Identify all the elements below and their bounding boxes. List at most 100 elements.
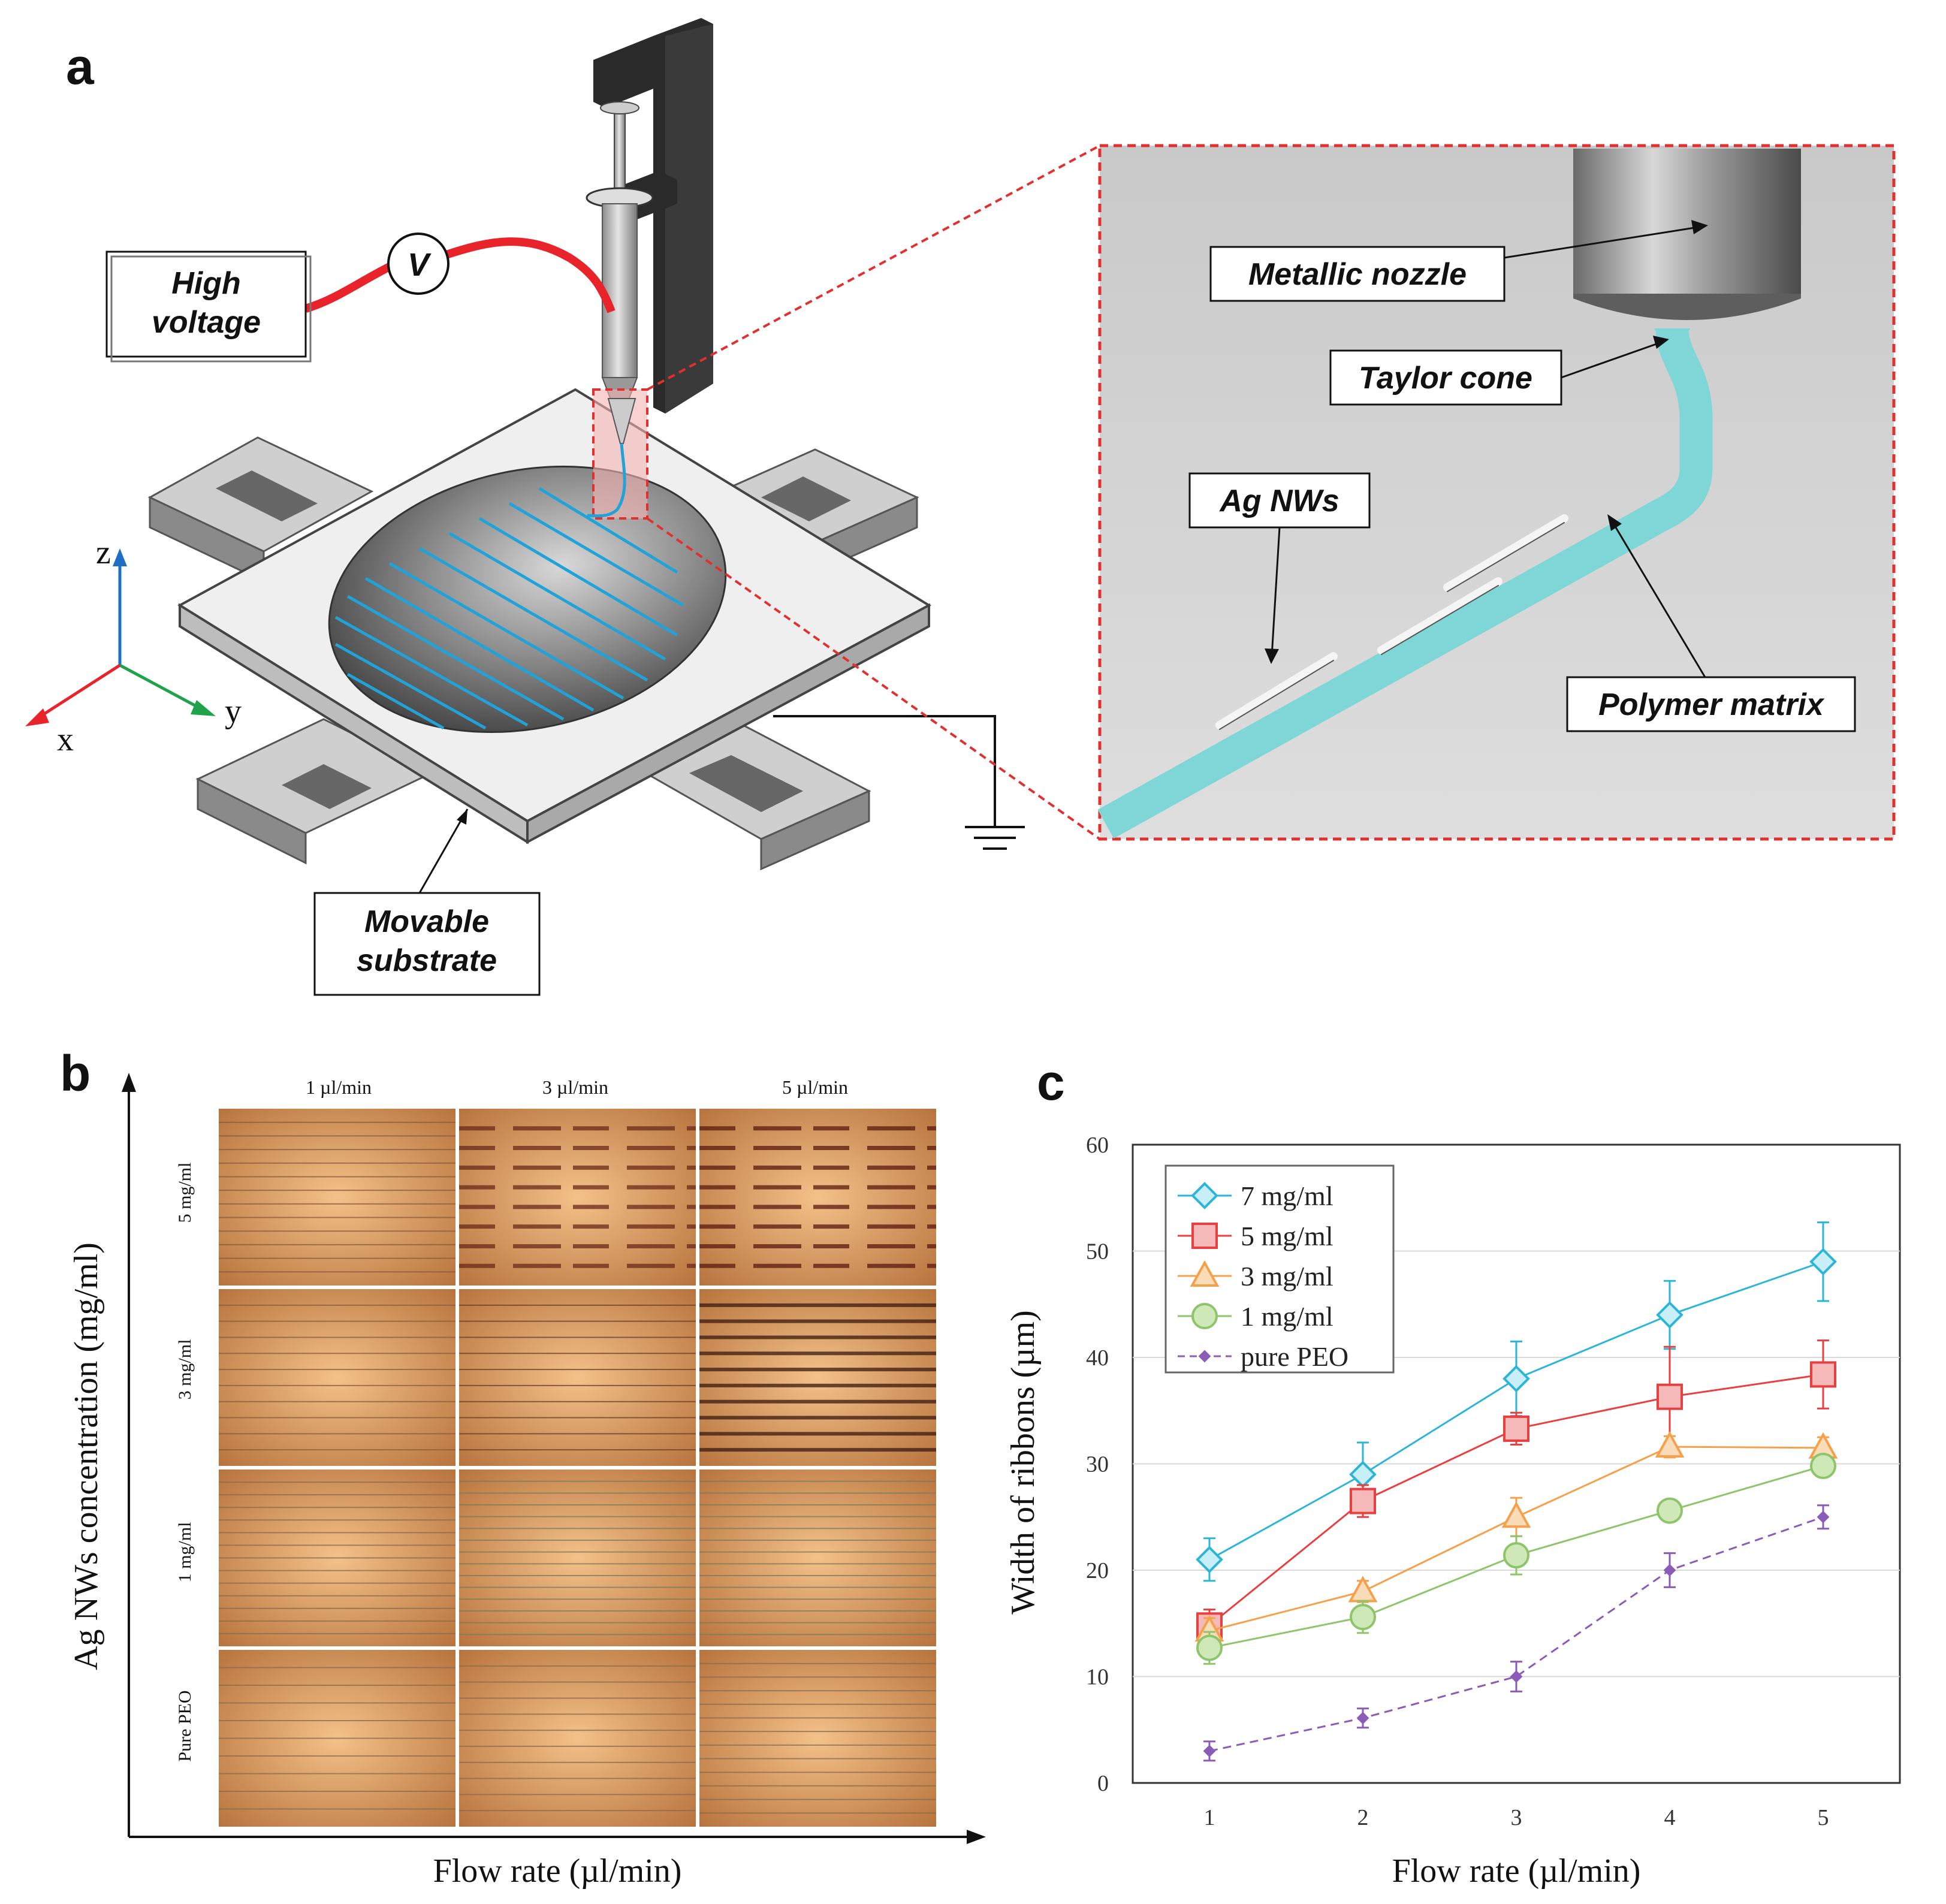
panel-b-letter: b: [60, 1045, 90, 1102]
metallic-nozzle-label: Metallic nozzle: [1248, 257, 1467, 292]
legend-marker: [1191, 1182, 1218, 1209]
data-point: [1810, 1453, 1836, 1480]
series-0: [1196, 1221, 1837, 1582]
data-point: [1657, 1383, 1683, 1410]
data-point: [1350, 1487, 1376, 1514]
x-tick-label: 2: [1357, 1805, 1369, 1830]
legend-item-1: 5 mg/ml: [1178, 1221, 1333, 1251]
zoom-inset: Metallic nozzle Taylor cone Ag NWs: [1097, 144, 1896, 841]
legend-label: 3 mg/ml: [1241, 1261, 1333, 1292]
syringe: [586, 101, 654, 437]
micrograph-r1-c3: [699, 1109, 936, 1286]
micrograph-grid: [219, 1109, 936, 1827]
x-tick-label: 1: [1204, 1805, 1215, 1830]
row-label-4: Pure PEO: [175, 1690, 195, 1761]
legend-marker: [1191, 1223, 1218, 1249]
panel-b-ylabel: Ag NWs concentration (mg/ml): [68, 1242, 105, 1670]
micrograph-r2-c3: [699, 1289, 936, 1466]
panel-a-letter: a: [66, 38, 95, 95]
wafer: [328, 465, 727, 734]
high-voltage-label-2: voltage: [152, 305, 261, 340]
chart-xlabel: Flow rate (µl/min): [1392, 1852, 1641, 1890]
chart-series: [1194, 1221, 1838, 1762]
data-point: [1356, 1712, 1369, 1725]
y-tick-label: 20: [1086, 1558, 1109, 1583]
data-point: [1503, 1365, 1530, 1393]
y-tick-label: 60: [1086, 1133, 1109, 1158]
series-line: [1209, 1516, 1824, 1752]
chart-ylabel: Width of ribbons (µm): [1004, 1310, 1042, 1615]
metallic-nozzle-callout: Metallic nozzle: [1209, 220, 1708, 302]
legend-marker: [1190, 1260, 1220, 1287]
data-point: [1817, 1510, 1830, 1523]
taylor-cone-callout: Taylor cone: [1329, 336, 1669, 406]
row-label-2: 3 mg/ml: [175, 1339, 195, 1400]
data-point: [1196, 1634, 1223, 1661]
data-point: [1203, 1745, 1216, 1758]
micrograph-r1-c2: [459, 1109, 696, 1286]
high-voltage-wire: [304, 237, 616, 313]
micrograph-r1-c1: [219, 1109, 455, 1286]
y-tick-label: 40: [1086, 1345, 1109, 1371]
data-point: [1655, 1431, 1685, 1458]
axis-x-label: x: [57, 721, 74, 758]
ag-nws-label: Ag NWs: [1218, 484, 1339, 518]
micrograph-r3-c1: [219, 1470, 455, 1646]
x-tick-label: 5: [1818, 1805, 1829, 1830]
ground-symbol: [773, 715, 1025, 850]
data-point: [1656, 1301, 1683, 1329]
polymer-matrix-label: Polymer matrix: [1598, 687, 1825, 722]
ag-nws-callout: Ag NWs: [1188, 472, 1371, 664]
data-point: [1809, 1248, 1837, 1276]
high-voltage-callout: High voltage: [105, 251, 312, 363]
micrograph-r3-c3: [699, 1470, 936, 1646]
data-point: [1350, 1604, 1376, 1631]
movable-substrate-label-2: substrate: [357, 943, 497, 978]
x-tick-label: 4: [1664, 1805, 1676, 1830]
x-tick-label: 3: [1511, 1805, 1522, 1830]
legend-label: 7 mg/ml: [1241, 1181, 1333, 1211]
row-label-3: 1 mg/ml: [175, 1522, 195, 1583]
movable-substrate-label-1: Movable: [364, 904, 489, 939]
series-4: [1203, 1504, 1830, 1762]
legend-item-2: 3 mg/ml: [1178, 1260, 1333, 1292]
y-tick-label: 10: [1086, 1665, 1109, 1690]
legend-label: 5 mg/ml: [1241, 1221, 1333, 1251]
jet-zoom-source: [587, 388, 648, 520]
micrograph-r3-c2: [459, 1470, 696, 1646]
movable-substrate-callout: Movable substrate: [313, 808, 541, 996]
col-label-3: 5 µl/min: [782, 1076, 848, 1098]
row-label-1: 5 mg/ml: [175, 1163, 195, 1223]
panel-b-xlabel: Flow rate (µl/min): [433, 1852, 682, 1890]
polymer-matrix-callout: Polymer matrix: [1566, 514, 1856, 732]
data-point: [1510, 1670, 1523, 1683]
legend-item-0: 7 mg/ml: [1178, 1181, 1333, 1211]
legend-label: 1 mg/ml: [1241, 1301, 1333, 1332]
panel-a: a: [25, 18, 1896, 996]
data-point: [1663, 1564, 1676, 1577]
zoom-projection-lines: [646, 144, 1101, 840]
voltmeter-label: V: [408, 247, 432, 283]
col-label-2: 3 µl/min: [542, 1076, 608, 1098]
col-label-1: 1 µl/min: [306, 1076, 372, 1098]
data-point: [1501, 1501, 1531, 1528]
micrograph-r2-c2: [459, 1289, 696, 1466]
legend-marker: [1191, 1303, 1218, 1329]
legend-item-3: 1 mg/ml: [1178, 1301, 1333, 1332]
legend-label: pure PEO: [1241, 1341, 1348, 1372]
legend-item-4: pure PEO: [1178, 1341, 1348, 1372]
series-3: [1196, 1453, 1836, 1665]
coordinate-axes: z y x: [25, 534, 242, 758]
micrograph-r4-c2: [459, 1650, 696, 1827]
panel-c-letter: c: [1037, 1054, 1065, 1111]
y-tick-label: 0: [1097, 1771, 1109, 1796]
voltmeter: V: [387, 233, 449, 295]
axis-y-label: y: [225, 693, 242, 730]
legend-marker: [1198, 1350, 1211, 1363]
axis-z-label: z: [96, 534, 111, 571]
y-tick-label: 50: [1086, 1239, 1109, 1265]
taylor-cone-label: Taylor cone: [1359, 361, 1532, 396]
